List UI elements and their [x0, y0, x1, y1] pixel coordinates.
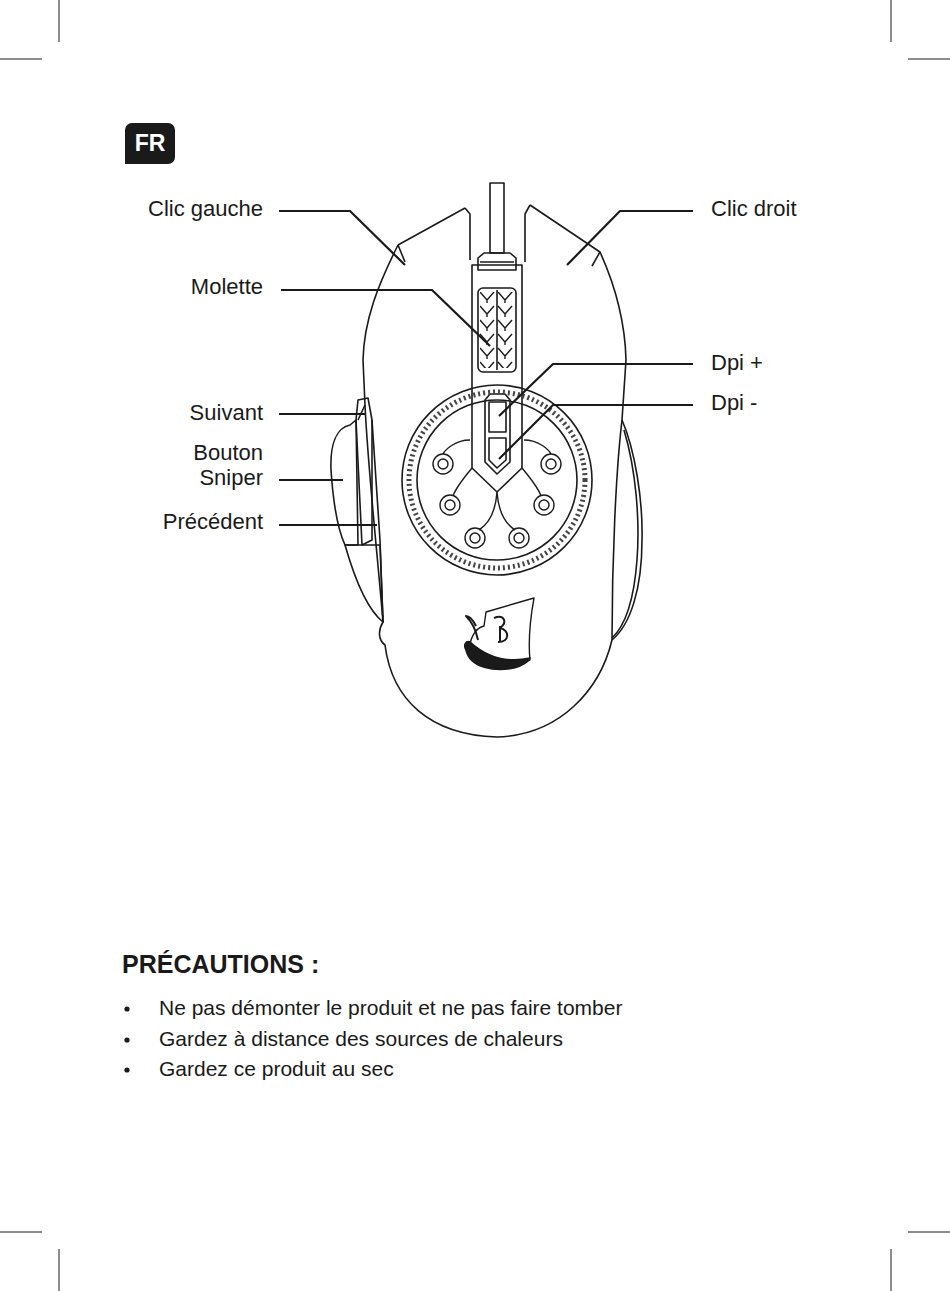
callout-label: Dpi -: [711, 390, 757, 415]
badge-text: FR: [135, 130, 166, 157]
callout-label: Bouton Sniper: [153, 440, 263, 491]
precaution-item: Ne pas démonter le produit et ne pas fai…: [159, 996, 622, 1020]
language-badge: FR: [125, 123, 175, 164]
precaution-item: Gardez ce produit au sec: [159, 1057, 394, 1081]
precaution-item: Gardez à distance des sources de chaleur…: [159, 1027, 563, 1051]
callout-label: Suivant: [190, 400, 263, 425]
callout-label: Dpi +: [711, 350, 763, 375]
callout-label: Molette: [191, 274, 263, 299]
section-heading: PRÉCAUTIONS :: [122, 950, 319, 979]
callout-label: Précédent: [163, 509, 263, 534]
callout-label: Clic gauche: [148, 196, 263, 221]
callout-label: Clic droit: [711, 196, 797, 221]
